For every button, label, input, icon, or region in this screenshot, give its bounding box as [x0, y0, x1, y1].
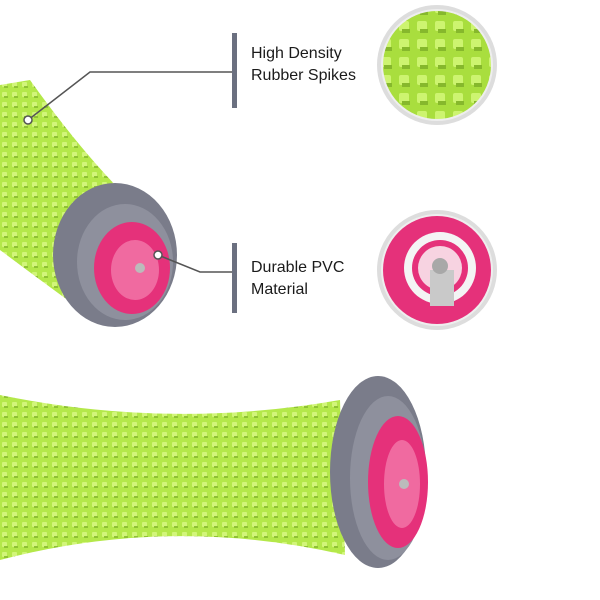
- callout-rubber-spikes: High Density Rubber Spikes: [251, 43, 356, 87]
- callout-line: Durable PVC: [251, 259, 345, 276]
- callout-line: Rubber Spikes: [251, 67, 356, 84]
- callout-pvc-material: Durable PVC Material: [251, 257, 344, 301]
- callout-line: High Density: [251, 45, 342, 62]
- callout-bar: [232, 33, 237, 108]
- detail-wheel-circle: [377, 210, 497, 330]
- top-roller: [0, 80, 177, 327]
- pointer-dot: [23, 115, 33, 125]
- bottom-roller: [0, 376, 428, 568]
- callout-bar: [232, 243, 237, 313]
- pointer-dot: [153, 250, 163, 260]
- callout-line: Material: [251, 281, 308, 298]
- leader-lines: [27, 71, 232, 273]
- detail-spikes-circle: [377, 5, 497, 125]
